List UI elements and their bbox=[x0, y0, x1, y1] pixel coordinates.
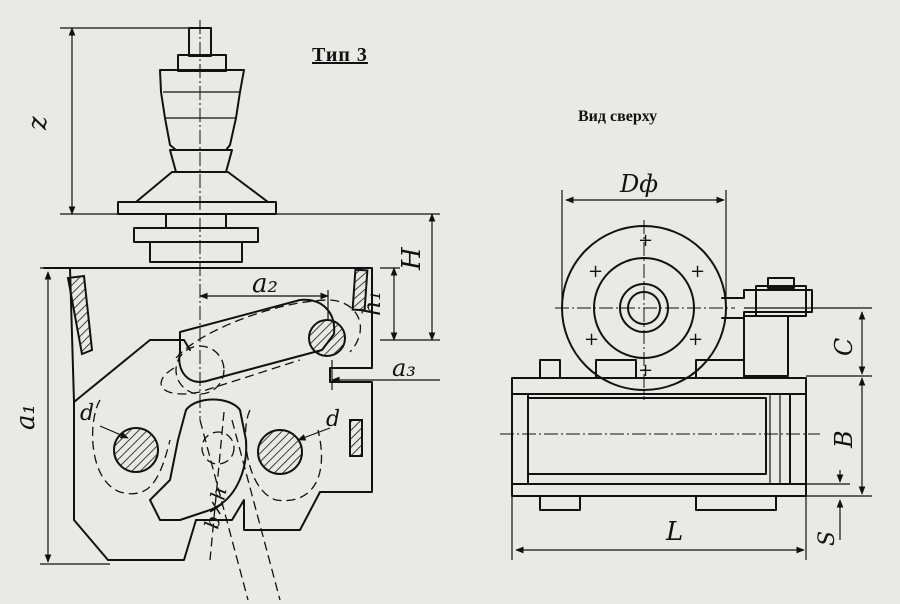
dim-a3-label: a₃ bbox=[392, 354, 416, 382]
lever-pin bbox=[308, 319, 346, 357]
dim-h1: h₁ bbox=[358, 267, 400, 341]
bolt-right bbox=[257, 429, 303, 475]
dim-a1: a₁ bbox=[11, 267, 110, 565]
top-view: + + + + + + bbox=[500, 170, 872, 560]
dim-H: H bbox=[380, 213, 440, 341]
dim-bxh-label: b×h bbox=[199, 485, 231, 532]
handle-disc: + + + + + + bbox=[555, 220, 735, 400]
dim-Df: Dф bbox=[561, 170, 727, 308]
svg-text:+: + bbox=[688, 329, 703, 350]
dim-L-label: L bbox=[665, 517, 683, 547]
dim-S: S bbox=[806, 470, 850, 546]
svg-text:+: + bbox=[584, 329, 599, 350]
dim-a1-label: a₁ bbox=[11, 404, 41, 430]
dim-C-label: C bbox=[830, 338, 858, 356]
dim-d-right-label: d bbox=[326, 407, 340, 432]
tool-holder-body bbox=[43, 267, 373, 561]
svg-text:+: + bbox=[638, 360, 653, 381]
dim-S-label: S bbox=[815, 531, 840, 546]
dim-a3: a₃ bbox=[331, 354, 440, 390]
dim-a2: a₂ bbox=[199, 269, 329, 320]
dim-d-left-label: d bbox=[80, 401, 94, 426]
bolt-left bbox=[113, 427, 159, 473]
dim-Df-label: Dф bbox=[619, 170, 658, 198]
svg-text:+: + bbox=[638, 230, 653, 251]
holder-top-body bbox=[500, 359, 820, 511]
dim-B: B bbox=[806, 377, 872, 497]
dim-a2-label: a₂ bbox=[252, 269, 278, 299]
dim-B-label: B bbox=[830, 430, 858, 449]
dim-z-label: z bbox=[23, 116, 53, 131]
top-view-title: Вид сверху bbox=[578, 108, 658, 125]
svg-text:+: + bbox=[690, 261, 705, 282]
dim-H-label: H bbox=[397, 246, 427, 271]
dim-z: z bbox=[23, 27, 440, 215]
dim-h1-label: h₁ bbox=[358, 291, 386, 316]
svg-text:+: + bbox=[588, 261, 603, 282]
side-view: z H h₁ a₂ bbox=[11, 20, 440, 601]
type-title: Тип 3 bbox=[312, 44, 368, 66]
dim-L: L bbox=[511, 496, 807, 560]
clamp-handle bbox=[117, 27, 277, 263]
dim-C: C bbox=[744, 307, 872, 377]
